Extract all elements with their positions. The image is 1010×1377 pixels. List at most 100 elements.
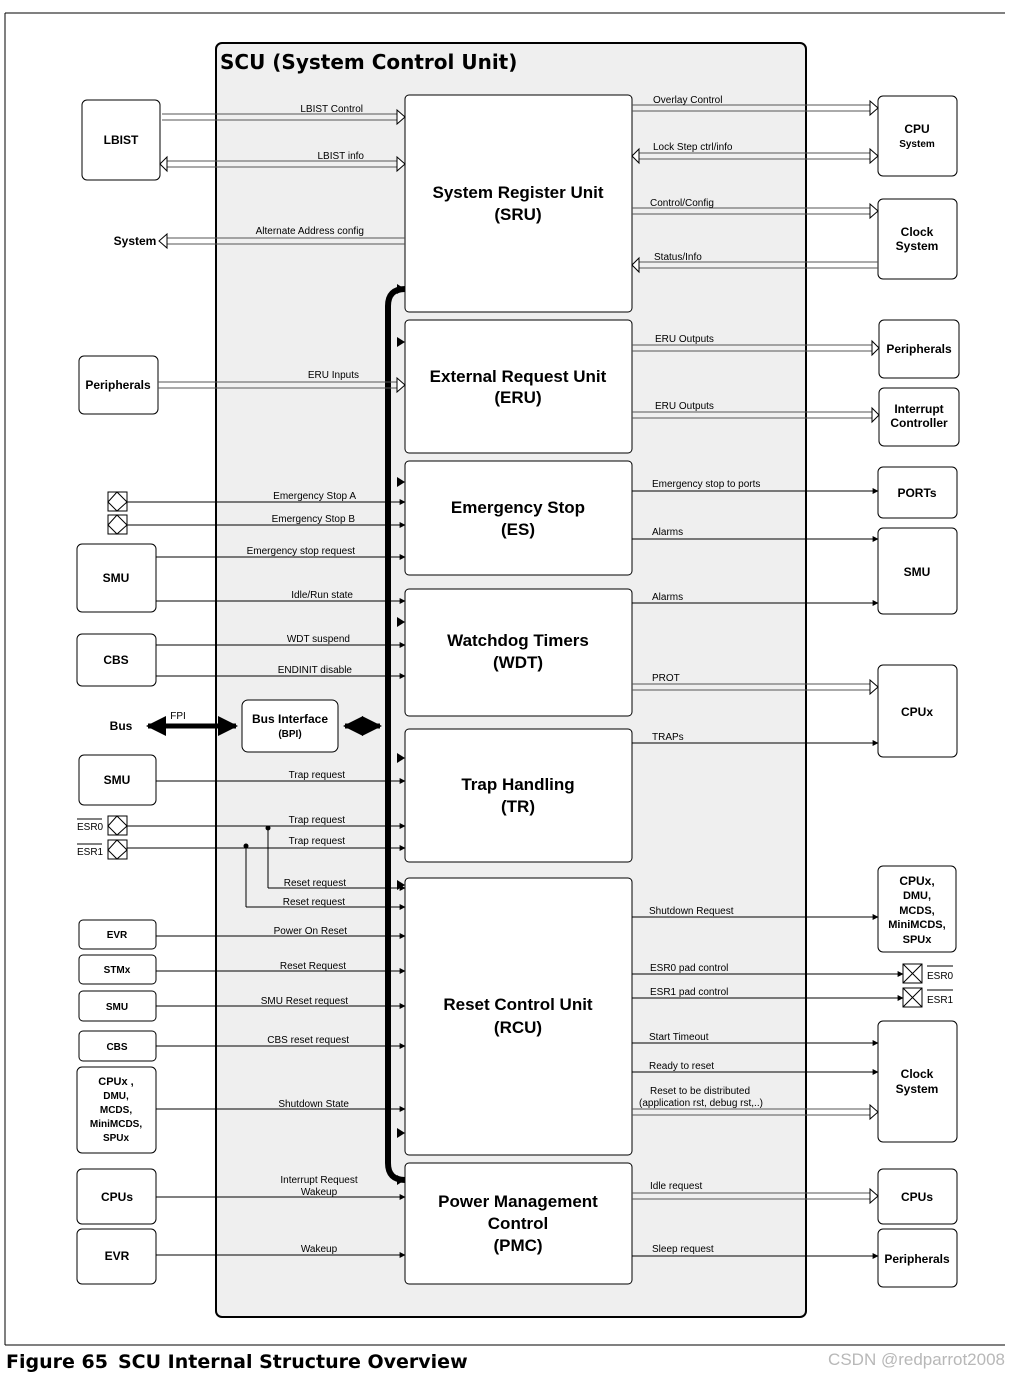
- sig-eru-inputs: ERU Inputs: [308, 370, 359, 381]
- pmc-label-2: Control: [488, 1214, 548, 1233]
- pmc-abbr: (PMC): [493, 1236, 542, 1255]
- pmc-box: [404, 1162, 633, 1285]
- smu-in-block-1: [76, 543, 157, 613]
- rcu-box: [404, 877, 633, 1156]
- esr0-out-label: ESR0: [927, 971, 954, 982]
- cbs-in-block-1: [76, 633, 157, 687]
- evr-in-label-2: EVR: [105, 1249, 130, 1263]
- ports-label: PORTs: [897, 486, 936, 500]
- eru-label: External Request Unit: [430, 367, 607, 386]
- peripherals-out-label-2: Peripherals: [884, 1252, 950, 1266]
- sig-estop-b: Emergency Stop B: [272, 514, 356, 525]
- sig-shutdown-state: Shutdown State: [278, 1099, 349, 1110]
- peripherals-out-label-1: Peripherals: [886, 342, 952, 356]
- esr-branches: [245, 826, 269, 907]
- cpux-group-in-l3: MCDS,: [100, 1105, 132, 1116]
- bus-label: Bus: [110, 719, 133, 733]
- sig-wdt-suspend: WDT suspend: [287, 634, 350, 645]
- cpu-system-block: [877, 95, 958, 177]
- junction-dot-esr1: [243, 843, 249, 849]
- sig-cbs-reset: CBS reset request: [267, 1035, 349, 1046]
- cpux-group-in-l5: SPUx: [103, 1133, 130, 1144]
- cbs-in-label-2: CBS: [106, 1042, 127, 1053]
- sig-sleep-req: Sleep request: [652, 1244, 714, 1255]
- pad-symbols-left: [107, 491, 128, 860]
- sig-esr0-pad: ESR0 pad control: [650, 963, 728, 974]
- cpux-group-out-l3: MCDS,: [899, 905, 934, 917]
- sig-reset-dist-1: Reset to be distributed: [650, 1086, 750, 1097]
- bus-arrows: [158, 104, 878, 1200]
- cbs-in-label-1: CBS: [103, 653, 128, 667]
- sig-idle-run: Idle/Run state: [291, 590, 353, 601]
- sig-trap-req-3: Trap request: [289, 836, 346, 847]
- sig-eru-out-2: ERU Outputs: [655, 401, 714, 412]
- wdt-abbr: (WDT): [493, 653, 543, 672]
- sig-alt-addr: Alternate Address config: [256, 226, 364, 237]
- sig-reset-request-stm: Reset Request: [280, 961, 346, 972]
- clock-system-block-1: [877, 198, 958, 280]
- bpi-abbr: (BPI): [278, 729, 301, 740]
- clock-system-block-2: [877, 1020, 958, 1143]
- peripherals-out-block-1: [878, 319, 960, 379]
- sig-trap-req-1: Trap request: [289, 770, 346, 781]
- stmx-in-block: [78, 954, 157, 985]
- pad-symbols-right: [902, 963, 923, 1008]
- esr1-out-label: ESR1: [927, 995, 954, 1006]
- smu-out-block: [877, 527, 958, 615]
- figure-number: Figure 65: [6, 1351, 108, 1373]
- smu-in-label-1: SMU: [103, 571, 130, 585]
- sig-trap-req-2: Trap request: [289, 815, 346, 826]
- sig-control-config: Control/Config: [650, 198, 714, 209]
- sig-shutdown-req: Shutdown Request: [649, 906, 734, 917]
- sig-lockstep: Lock Step ctrl/info: [653, 142, 733, 153]
- bus-arrow-heads: [158, 99, 880, 1205]
- cpux-group-out-block: [877, 865, 957, 953]
- peripherals-in-block: [78, 355, 159, 415]
- eru-box: [404, 319, 633, 454]
- sig-esr1-pad: ESR1 pad control: [650, 987, 728, 998]
- sig-eru-out-1: ERU Outputs: [655, 334, 714, 345]
- sig-lbist-control: LBIST Control: [300, 104, 363, 115]
- bpi-label: Bus Interface: [252, 712, 328, 726]
- clock-system-1-l1: Clock: [901, 225, 934, 239]
- cpux-group-out-l5: SPUx: [903, 934, 933, 946]
- sig-por: Power On Reset: [274, 926, 348, 937]
- cpux-out-label: CPUx: [901, 705, 933, 719]
- sig-traps: TRAPs: [652, 732, 684, 743]
- cpux-group-in-l4: MiniMCDS,: [90, 1119, 142, 1130]
- wdt-box: [404, 588, 633, 717]
- sig-prot: PROT: [652, 673, 680, 684]
- sig-fpi: FPI: [170, 711, 186, 722]
- rcu-label: Reset Control Unit: [443, 995, 593, 1014]
- sig-smu-reset: SMU Reset request: [261, 996, 348, 1007]
- peripherals-in-label: Peripherals: [85, 378, 151, 392]
- lbist-label: LBIST: [104, 133, 139, 147]
- evr-in-label-1: EVR: [107, 930, 128, 941]
- cpux-group-in-l2: DMU,: [103, 1091, 129, 1102]
- evr-in-block-2: [76, 1228, 157, 1285]
- evr-in-block-1: [78, 919, 157, 950]
- tr-box: [404, 728, 633, 863]
- interrupt-controller-block: [878, 387, 960, 447]
- rcu-abbr: (RCU): [494, 1018, 542, 1037]
- sig-start-timeout: Start Timeout: [649, 1032, 709, 1043]
- eru-abbr: (ERU): [494, 388, 541, 407]
- clock-system-2-l2: System: [896, 1082, 939, 1096]
- sig-ready-reset: Ready to reset: [649, 1061, 714, 1072]
- sig-status-info: Status/Info: [654, 252, 702, 263]
- tr-abbr: (TR): [501, 797, 535, 816]
- smu-out-label: SMU: [904, 565, 931, 579]
- system-label: System: [114, 234, 157, 248]
- cpus-out-label: CPUs: [901, 1190, 933, 1204]
- es-abbr: (ES): [501, 520, 535, 539]
- cpux-group-out-l2: DMU,: [903, 890, 931, 902]
- cpus-in-label: CPUs: [101, 1190, 133, 1204]
- sru-abbr: (SRU): [494, 205, 541, 224]
- smu-in-label-2: SMU: [104, 773, 131, 787]
- signal-lines: [127, 488, 904, 1259]
- sig-endinit: ENDINIT disable: [278, 665, 353, 676]
- cpux-group-out-l1: CPUx,: [899, 874, 934, 888]
- internal-bus: [385, 286, 406, 1183]
- clock-system-1-l2: System: [896, 239, 939, 253]
- cpu-system-l1: CPU: [904, 122, 929, 136]
